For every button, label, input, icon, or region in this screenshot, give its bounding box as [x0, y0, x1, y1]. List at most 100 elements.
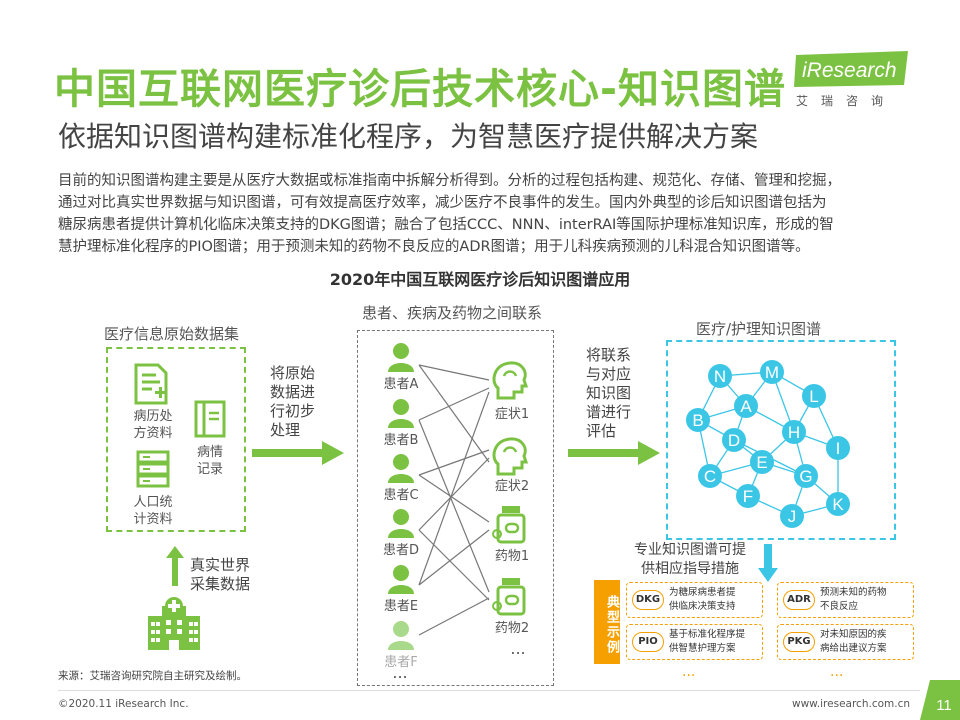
svg-text:C: C [704, 467, 716, 486]
example-code: PIO [632, 632, 664, 652]
svg-text:M: M [765, 363, 779, 382]
graph-node: A [734, 394, 758, 418]
svg-text:L: L [809, 387, 818, 406]
intro-line: 糖尿病患者提供计算机化临床决策支持的DKG图谱；融合了包括CCC、NNN、int… [58, 217, 834, 233]
links-lines [418, 364, 490, 636]
medicine-bottle-icon [492, 578, 526, 616]
svg-text:N: N [714, 367, 726, 386]
intro-line: 目前的知识图谱构建主要是从医疗大数据或标准指南中拆解分析得到。分析的过程包括构建… [58, 173, 841, 189]
page-number-badge: 11 [920, 680, 960, 720]
graph-label: 医疗/护理知识图谱 [696, 320, 822, 338]
page-number: 11 [936, 697, 952, 714]
example-pkg: PKG 对未知原因的疾病给出建议方案 [777, 624, 914, 660]
raw-item-condition: 病情 记录 [196, 445, 223, 477]
example-text: 为糖尿病患者提供临床决策支持 [669, 587, 736, 612]
guide-text: 专业知识图谱可提 供相应指导措施 [634, 542, 746, 577]
entity-label: 药物1 [494, 549, 530, 564]
iresearch-logo: iResearch [794, 51, 908, 87]
patient-icon [388, 399, 414, 428]
entity-label: 症状1 [494, 407, 530, 422]
examples-ellipsis-left: ... [682, 664, 696, 680]
svg-text:E: E [756, 453, 767, 472]
graph-node: K [826, 492, 850, 516]
links-label: 患者、疾病及药物之间联系 [362, 304, 543, 322]
graph-node: F [736, 484, 760, 508]
example-code: DKG [632, 590, 664, 610]
svg-text:F: F [743, 487, 753, 506]
medical-record-icon [134, 363, 168, 405]
svg-text:D: D [728, 431, 740, 450]
diagram-title: 2020年中国互联网医疗诊后知识图谱应用 [329, 270, 631, 289]
entity-label: 症状2 [494, 479, 530, 494]
patients-ellipsis: ... [392, 663, 408, 682]
graph-node: L [802, 384, 826, 408]
copyright: ©2020.11 iResearch Inc. [58, 698, 189, 710]
raw-data-box [106, 347, 246, 532]
logo-cn: 艾瑞咨询 [796, 94, 897, 108]
real-world-label: 真实世界 采集数据 [190, 556, 251, 593]
intro-paragraph: 目前的知识图谱构建主要是从医疗大数据或标准指南中拆解分析得到。分析的过程包括构建… [58, 170, 920, 258]
medicine-bottle-icon [492, 506, 526, 544]
graph-node: I [826, 436, 850, 460]
symptom-head-icon [492, 437, 528, 476]
graph-node: B [686, 408, 710, 432]
svg-text:B: B [692, 411, 703, 430]
patient-label: 患者F [384, 655, 418, 670]
footer-divider [58, 690, 920, 691]
step2-text: 将联系 与对应 知识图 谱进行 评估 [586, 346, 632, 440]
svg-text:H: H [788, 423, 800, 442]
source-note: 来源：艾瑞咨询研究院自主研究及绘制。 [58, 670, 247, 682]
raw-item-demographics: 人口统 计资料 [133, 495, 173, 527]
step1-text: 将原始 数据进 行初步 处理 [270, 364, 316, 439]
entities-ellipsis: ... [510, 639, 526, 658]
svg-text:A: A [740, 397, 752, 416]
examples-ellipsis-right: ... [830, 664, 844, 680]
example-code: ADR [783, 590, 815, 610]
hospital-icon [148, 597, 200, 650]
intro-line: 慧护理标准化程序的PIO图谱；用于预测未知的药物不良反应的ADR图谱；用于儿科疾… [58, 239, 810, 255]
graph-node: E [750, 450, 774, 474]
entity-label: 药物2 [494, 621, 530, 636]
svg-text:K: K [832, 495, 844, 514]
website: www.iresearch.com.cn [792, 698, 911, 710]
typical-label: 典型示例 [594, 580, 620, 664]
example-dkg: DKG 为糖尿病患者提供临床决策支持 [626, 582, 763, 618]
example-text: 对未知原因的疾病给出建议方案 [820, 629, 887, 654]
graph-node: J [780, 504, 804, 528]
example-text: 基于标准化程序提供智慧护理方案 [669, 629, 746, 654]
page-title: 中国互联网医疗诊后技术核心-知识图谱 [54, 65, 787, 113]
step2-arrow-icon [568, 441, 660, 465]
patient-icon [388, 565, 414, 594]
example-text: 预测未知的药物不良反应 [820, 587, 887, 612]
patient-icon [388, 621, 414, 650]
patient-label: 患者C [383, 488, 419, 503]
patient-icon [388, 509, 414, 538]
svg-text:G: G [799, 467, 812, 486]
graph-node: G [794, 464, 818, 488]
notebook-icon [194, 400, 226, 438]
down-arrow-icon [758, 544, 778, 582]
step1-arrow-icon [252, 441, 344, 465]
page-subtitle: 依据知识图谱构建标准化程序，为智慧医疗提供解决方案 [58, 120, 759, 153]
graph-node: C [698, 464, 722, 488]
raw-data-label: 医疗信息原始数据集 [104, 325, 240, 343]
knowledge-graph: N MA L B H D I E C G F K J [686, 360, 850, 528]
svg-text:I: I [836, 439, 841, 458]
raw-item-prescription: 病历处 方资料 [133, 409, 173, 441]
svg-text:J: J [788, 507, 797, 526]
links-box [357, 330, 554, 686]
up-arrow-icon [166, 546, 184, 586]
graph-node: D [722, 428, 746, 452]
patient-label: 患者B [383, 433, 419, 448]
patient-label: 患者A [383, 377, 419, 392]
patient-label: 患者D [382, 543, 419, 558]
patient-icon [388, 343, 414, 372]
symptom-head-icon [492, 361, 528, 400]
example-code: PKG [783, 632, 815, 652]
intro-line: 通过对比真实世界数据与知识图谱，可有效提高医疗效率，减少医疗不良事件的发生。国内… [58, 195, 827, 211]
example-pio: PIO 基于标准化程序提供智慧护理方案 [626, 624, 763, 660]
patient-label: 患者E [383, 599, 419, 614]
graph-node: N [708, 364, 732, 388]
logo-text: iResearch [802, 59, 897, 82]
graph-node: H [782, 420, 806, 444]
